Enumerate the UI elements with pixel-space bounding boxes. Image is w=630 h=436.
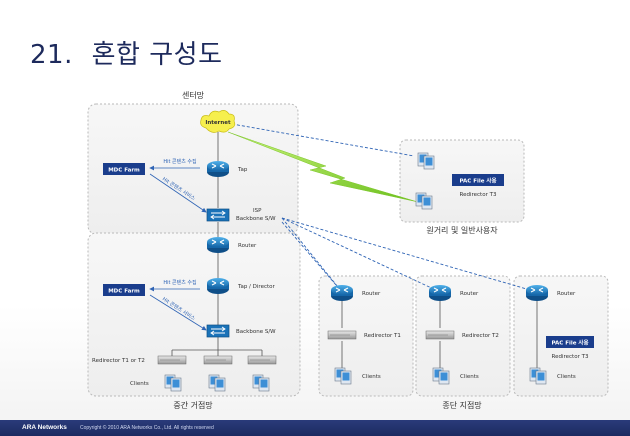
dashed-links [231,123,538,293]
mdc-farm-label-center: MDC Farm [108,168,140,174]
remote-users-label: 원거리 및 일반사용자 [426,225,498,235]
slide-number: 21 [30,40,65,70]
mid-branch-box [87,232,301,397]
hit-collect-label-center: Hit 콘텐츠 수집 [163,158,196,165]
slide-title: 21. 혼합 구성도 [30,40,223,70]
center-links [171,132,538,368]
footer-copyright: Copyright © 2010 ARA Networks Co., Ltd. … [80,425,214,431]
redirector-server-icon-1 [157,355,187,365]
end1-router-label: Router [362,291,381,297]
pac-file-box-end3 [546,336,594,348]
end2-clients-label: Clients [460,374,479,380]
isp-label: ISP [253,208,262,214]
mid-clients-label: Clients [130,381,149,387]
end3-router-label: Router [557,291,576,297]
end2-server-icon [425,330,455,340]
tap-label: Tap [237,167,248,173]
isp-backbone-label: Backbone S/W [236,216,276,222]
footer-brand: ARA Networks [22,424,67,431]
end-branch-label: 종단 지점망 [442,400,482,410]
end-branch-box-1 [318,275,414,397]
center-network-label: 센터망 [182,90,205,100]
internet-label: Internet [205,120,231,126]
mid-router-icon [206,236,230,254]
tap-director-icon [206,277,230,295]
end1-redirector-label: Redirector T1 [364,333,401,339]
pac-file-label-remote: PAC File 사용 [459,177,496,185]
isp-backbone-switch-icon [206,208,230,222]
tap-director-label: Tap / Director [237,284,275,290]
mid-branch-label: 중간 거점망 [173,400,213,410]
pac-file-box-remote [452,174,504,186]
backbone-switch-icon [206,324,230,338]
mid-router-label: Router [238,243,257,249]
end1-clients-label: Clients [362,374,381,380]
end1-server-icon [327,330,357,340]
footer-bar: ARA Networks Copyright © 2010 ARA Networ… [0,420,630,436]
backbone-sw-label: Backbone S/W [236,329,276,335]
hit-collect-label-mid: Hit 콘텐츠 수집 [163,279,196,286]
slide-title-text: 혼합 구성도 [91,40,223,70]
mdc-farm-box-center [103,163,145,175]
pac-file-label-end3: PAC File 사용 [551,339,588,347]
end3-clients-label: Clients [557,374,576,380]
end2-router-label: Router [460,291,479,297]
hit-arrows-center [149,165,207,331]
redirector-server-icon-2 [203,355,233,365]
redirector-t1t2-label: Redirector T1 or T2 [92,358,145,364]
end3-redirector-label: Redirector T3 [552,354,589,360]
end-branch-box-2 [415,275,511,397]
redirector-t3-label-remote: Redirector T3 [460,192,497,198]
end2-router-icon [428,284,452,302]
redirector-server-icon-3 [247,355,277,365]
tap-router-icon [206,160,230,178]
mdc-farm-label-mid: MDC Farm [108,289,140,295]
end1-router-icon [330,284,354,302]
end3-router-icon [525,284,549,302]
internet-cloud-icon [200,110,236,133]
end2-redirector-label: Redirector T2 [462,333,499,339]
mdc-farm-box-mid [103,284,145,296]
